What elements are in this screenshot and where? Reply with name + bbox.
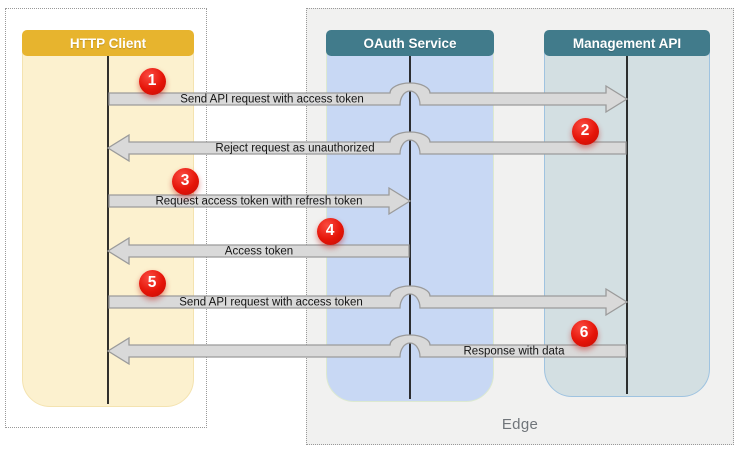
message-label-2: Reject request as unauthorized bbox=[215, 141, 375, 154]
oauth-service-header: OAuth Service bbox=[326, 30, 494, 56]
step-badge-6: 6 bbox=[570, 319, 598, 347]
http-client-header: HTTP Client bbox=[22, 30, 194, 56]
step-badge-1: 1 bbox=[138, 67, 166, 95]
step-badge-3: 3 bbox=[171, 167, 199, 195]
management-api-body bbox=[544, 43, 710, 397]
step-badge-5: 5 bbox=[138, 269, 166, 297]
step-badge-4: 4 bbox=[316, 217, 344, 245]
http-client-body bbox=[22, 43, 194, 407]
step-badge-2: 2 bbox=[571, 117, 599, 145]
message-label-5: Send API request with access token bbox=[179, 295, 363, 308]
management-api-header: Management API bbox=[544, 30, 710, 56]
edge-panel-label: Edge bbox=[501, 416, 539, 433]
message-label-1: Send API request with access token bbox=[180, 92, 364, 105]
message-label-3: Request access token with refresh token bbox=[155, 194, 363, 207]
message-label-6: Response with data bbox=[463, 344, 565, 357]
message-label-4: Access token bbox=[224, 244, 294, 257]
